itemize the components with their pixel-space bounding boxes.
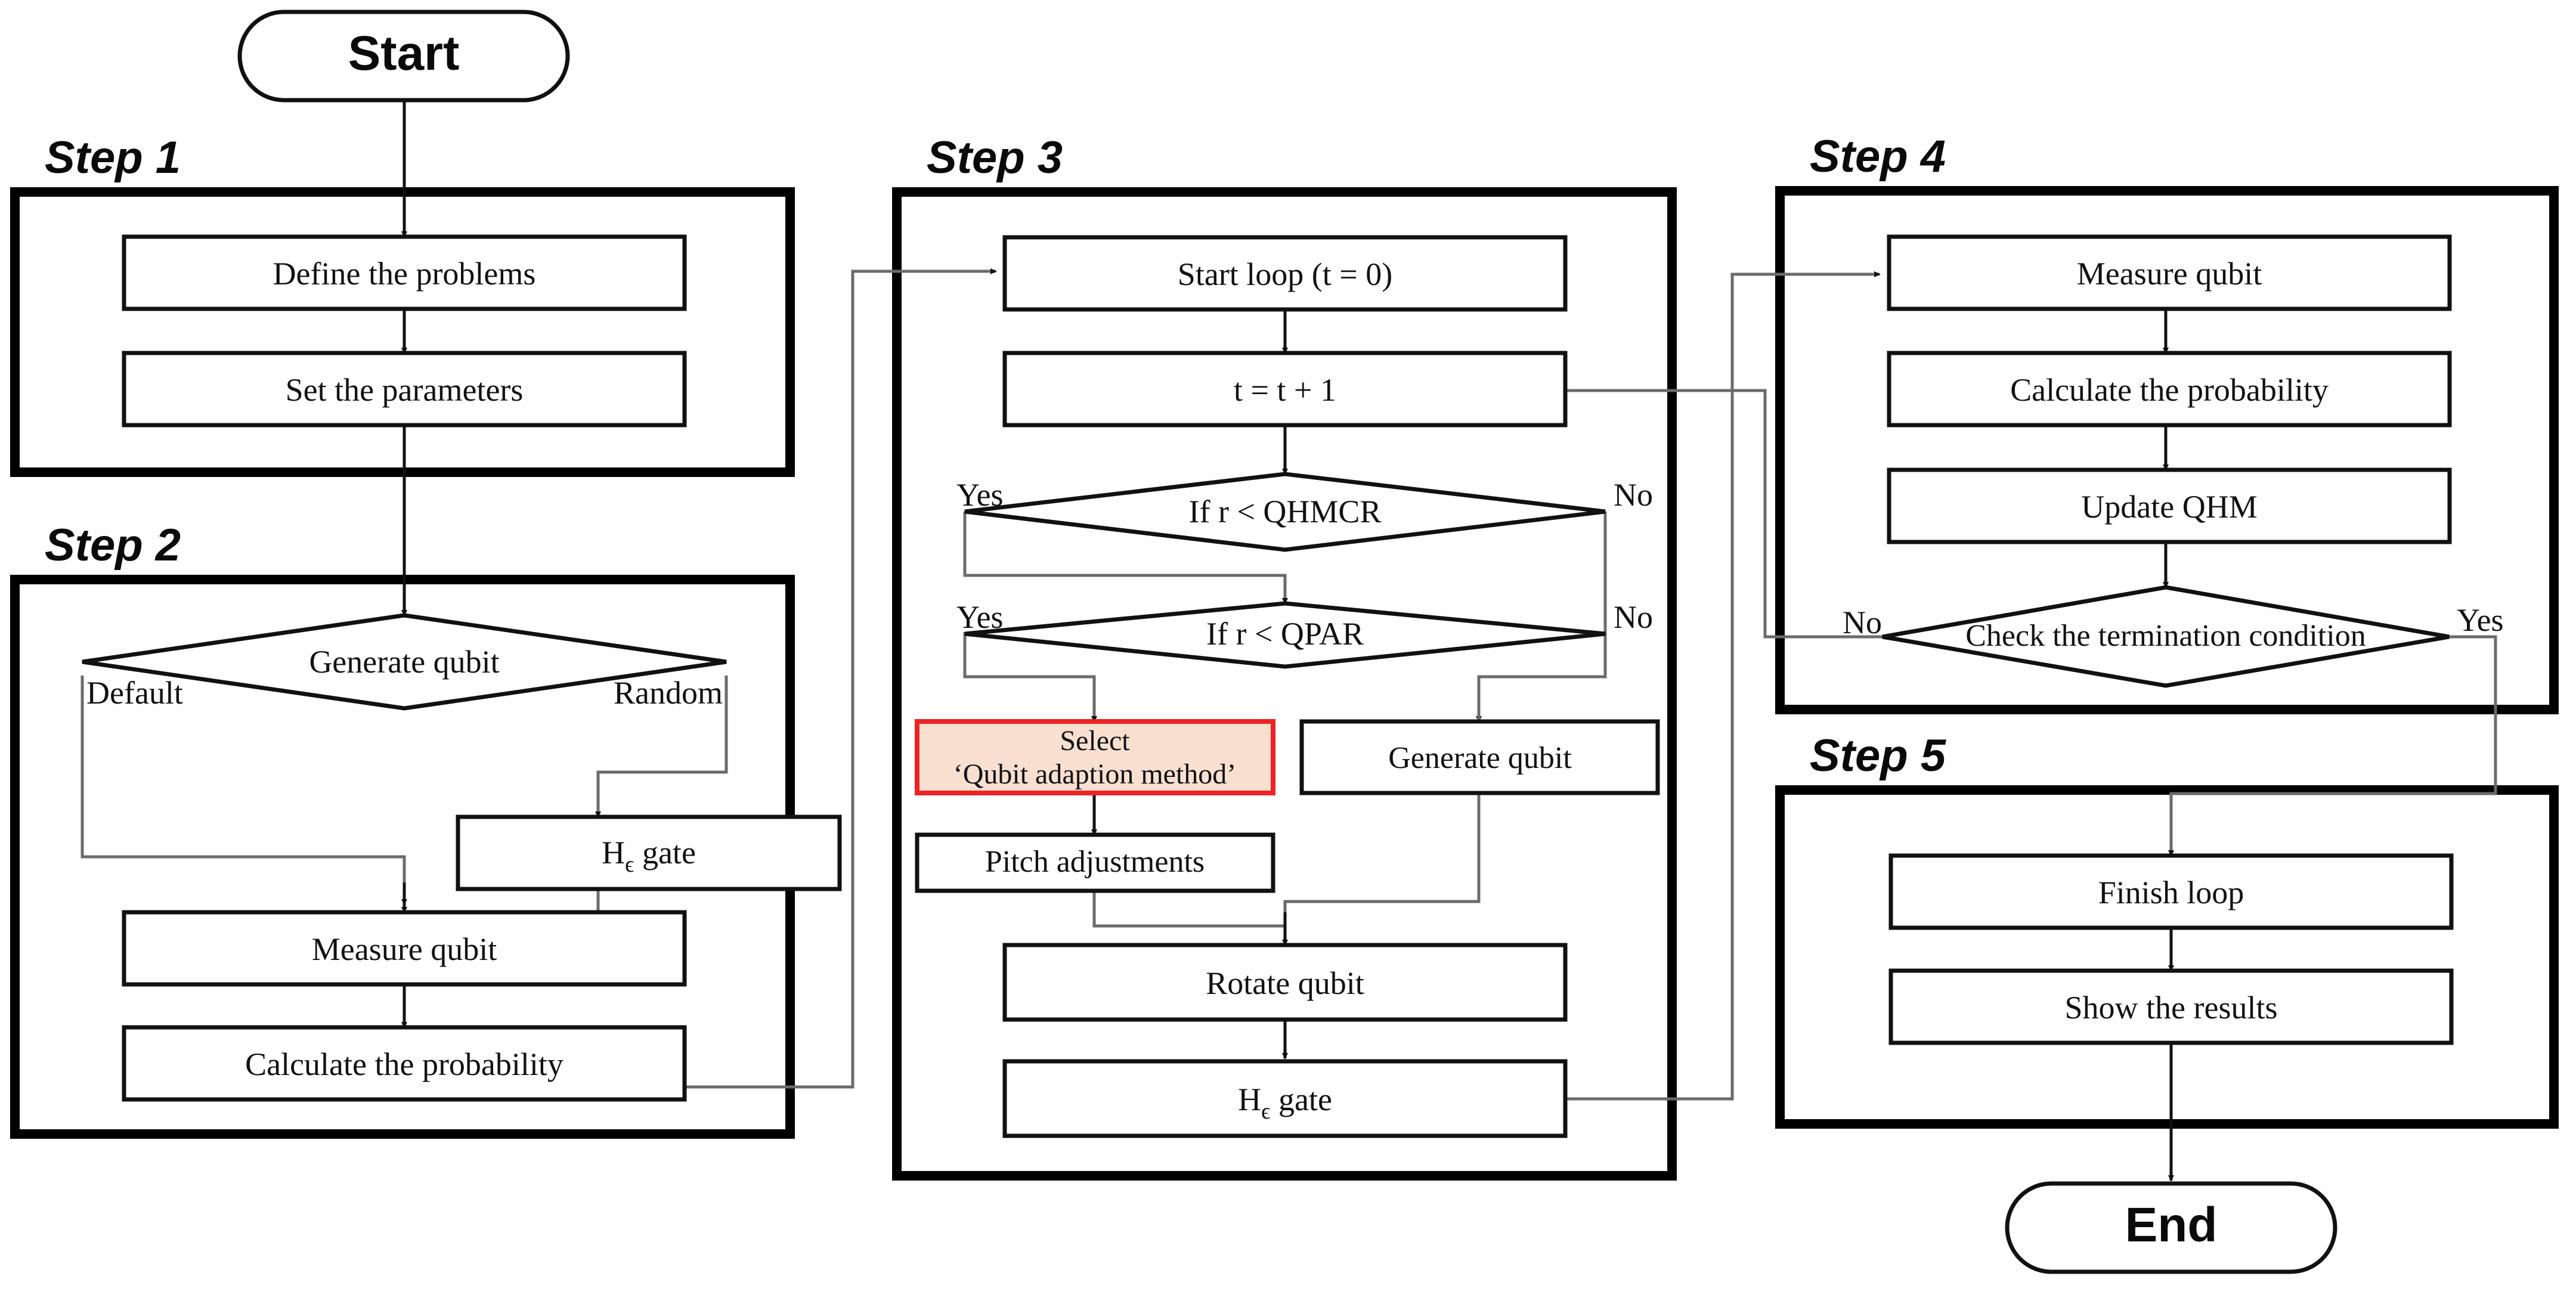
decision-generate-qubit-s2-label: Generate qubit xyxy=(309,644,499,680)
node-rotate-qubit-label: Rotate qubit xyxy=(1206,965,1364,1001)
decision-check-termination: Check the termination condition xyxy=(1882,585,2450,688)
edge-qpar-yes xyxy=(963,632,1097,723)
step4-label: Step 4 xyxy=(1810,131,1946,182)
edge-termination-yes xyxy=(2168,635,2497,857)
decision-if-qhmcr: If r < QHMCR xyxy=(964,472,1606,552)
end-label: End xyxy=(2125,1198,2218,1252)
step1-container xyxy=(10,187,795,477)
node-calc-prob-s4-label: Calculate the probability xyxy=(2010,372,2329,408)
node-he-gate-s3-label: H xyxy=(1238,1082,1261,1117)
node-measure-qubit-s4: Measure qubit xyxy=(1887,234,2452,311)
node-t-increment-label: t = t + 1 xyxy=(1234,372,1336,408)
edge-label-yes-qhmcr: Yes xyxy=(956,477,1004,513)
node-measure-qubit-s2: Measure qubit xyxy=(122,910,687,987)
edge-qhmcr-yes xyxy=(963,512,1288,605)
start-terminator: Start xyxy=(237,10,570,103)
node-update-qhm-label: Update QHM xyxy=(2081,489,2257,525)
node-he-gate-s2-label: H xyxy=(602,835,625,871)
edge-random-branch xyxy=(595,676,728,818)
node-he-gate-s2: Hϵ gate xyxy=(456,814,842,891)
node-select-line1: Select xyxy=(1060,725,1130,757)
node-update-qhm: Update QHM xyxy=(1887,467,2452,544)
node-set-parameters: Set the parameters xyxy=(122,351,687,428)
edge-label-yes-termination: Yes xyxy=(2457,602,2504,638)
node-finish-loop: Finish loop xyxy=(1888,853,2454,930)
node-pitch-adjustments: Pitch adjustments xyxy=(915,832,1275,893)
decision-if-qhmcr-label: If r < QHMCR xyxy=(1189,494,1382,529)
he-gate-s3-subscript: ϵ xyxy=(1261,1099,1270,1124)
edge-default-branch xyxy=(80,676,407,906)
edge-calc-to-startloop xyxy=(685,268,997,1089)
step3-container xyxy=(892,187,1677,1181)
node-measure-qubit-s4-label: Measure qubit xyxy=(2077,256,2262,292)
node-rotate-qubit: Rotate qubit xyxy=(1002,943,1568,1022)
node-select-line2: ‘Qubit adaption method’ xyxy=(953,758,1237,790)
he-gate-s2-subscript: ϵ xyxy=(625,852,634,877)
step1-label: Step 1 xyxy=(45,132,181,183)
step5-label: Step 5 xyxy=(1810,730,1947,781)
node-show-results-label: Show the results xyxy=(2065,990,2278,1026)
edge-qpar-no xyxy=(1477,632,1607,721)
node-define-problems-label: Define the problems xyxy=(273,256,536,292)
decision-generate-qubit-s2: Generate qubit xyxy=(82,613,727,711)
start-label: Start xyxy=(348,26,460,80)
node-he-gate-s3: Hϵ gate xyxy=(1002,1059,1568,1138)
node-finish-loop-label: Finish loop xyxy=(2098,875,2244,910)
node-generate-qubit-s3: Generate qubit xyxy=(1299,719,1660,795)
node-pitch-adjustments-label: Pitch adjustments xyxy=(985,845,1205,879)
node-start-loop: Start loop (t = 0) xyxy=(1002,235,1568,312)
step5-container xyxy=(1775,785,2559,1129)
node-calc-prob-s2-label: Calculate the probability xyxy=(245,1046,564,1082)
node-generate-qubit-s3-label: Generate qubit xyxy=(1388,741,1572,775)
edge-label-no-termination: No xyxy=(1843,605,1882,640)
decision-if-qpar: If r < QPAR xyxy=(964,601,1606,669)
edge-label-default: Default xyxy=(86,675,183,711)
node-measure-qubit-s2-label: Measure qubit xyxy=(312,931,497,967)
svg-text:Hϵ gate: Hϵ gate xyxy=(602,835,696,877)
node-select-qubit-adaption: Select ‘Qubit adaption method’ xyxy=(915,719,1275,795)
node-start-loop-label: Start loop (t = 0) xyxy=(1178,256,1392,292)
step3-label: Step 3 xyxy=(927,132,1063,183)
edge-label-no-qpar: No xyxy=(1614,599,1653,635)
edge-hegate-to-measure-s4 xyxy=(1567,271,1881,1101)
step4-container xyxy=(1775,186,2559,714)
node-t-increment: t = t + 1 xyxy=(1002,351,1568,428)
node-calc-prob-s2: Calculate the probability xyxy=(122,1025,687,1102)
node-set-parameters-label: Set the parameters xyxy=(286,372,524,408)
step2-label: Step 2 xyxy=(45,520,181,571)
node-show-results: Show the results xyxy=(1888,968,2454,1045)
edge-label-random: Random xyxy=(614,675,723,711)
decision-check-termination-label: Check the termination condition xyxy=(1965,619,2366,653)
edge-label-no-qhmcr: No xyxy=(1614,477,1653,513)
svg-text:Hϵ gate: Hϵ gate xyxy=(1238,1082,1332,1124)
end-terminator: End xyxy=(2005,1181,2337,1274)
edge-label-yes-qpar: Yes xyxy=(956,599,1004,635)
node-define-problems: Define the problems xyxy=(122,234,687,311)
decision-if-qpar-label: If r < QPAR xyxy=(1206,616,1364,652)
node-calc-prob-s4: Calculate the probability xyxy=(1887,351,2452,428)
